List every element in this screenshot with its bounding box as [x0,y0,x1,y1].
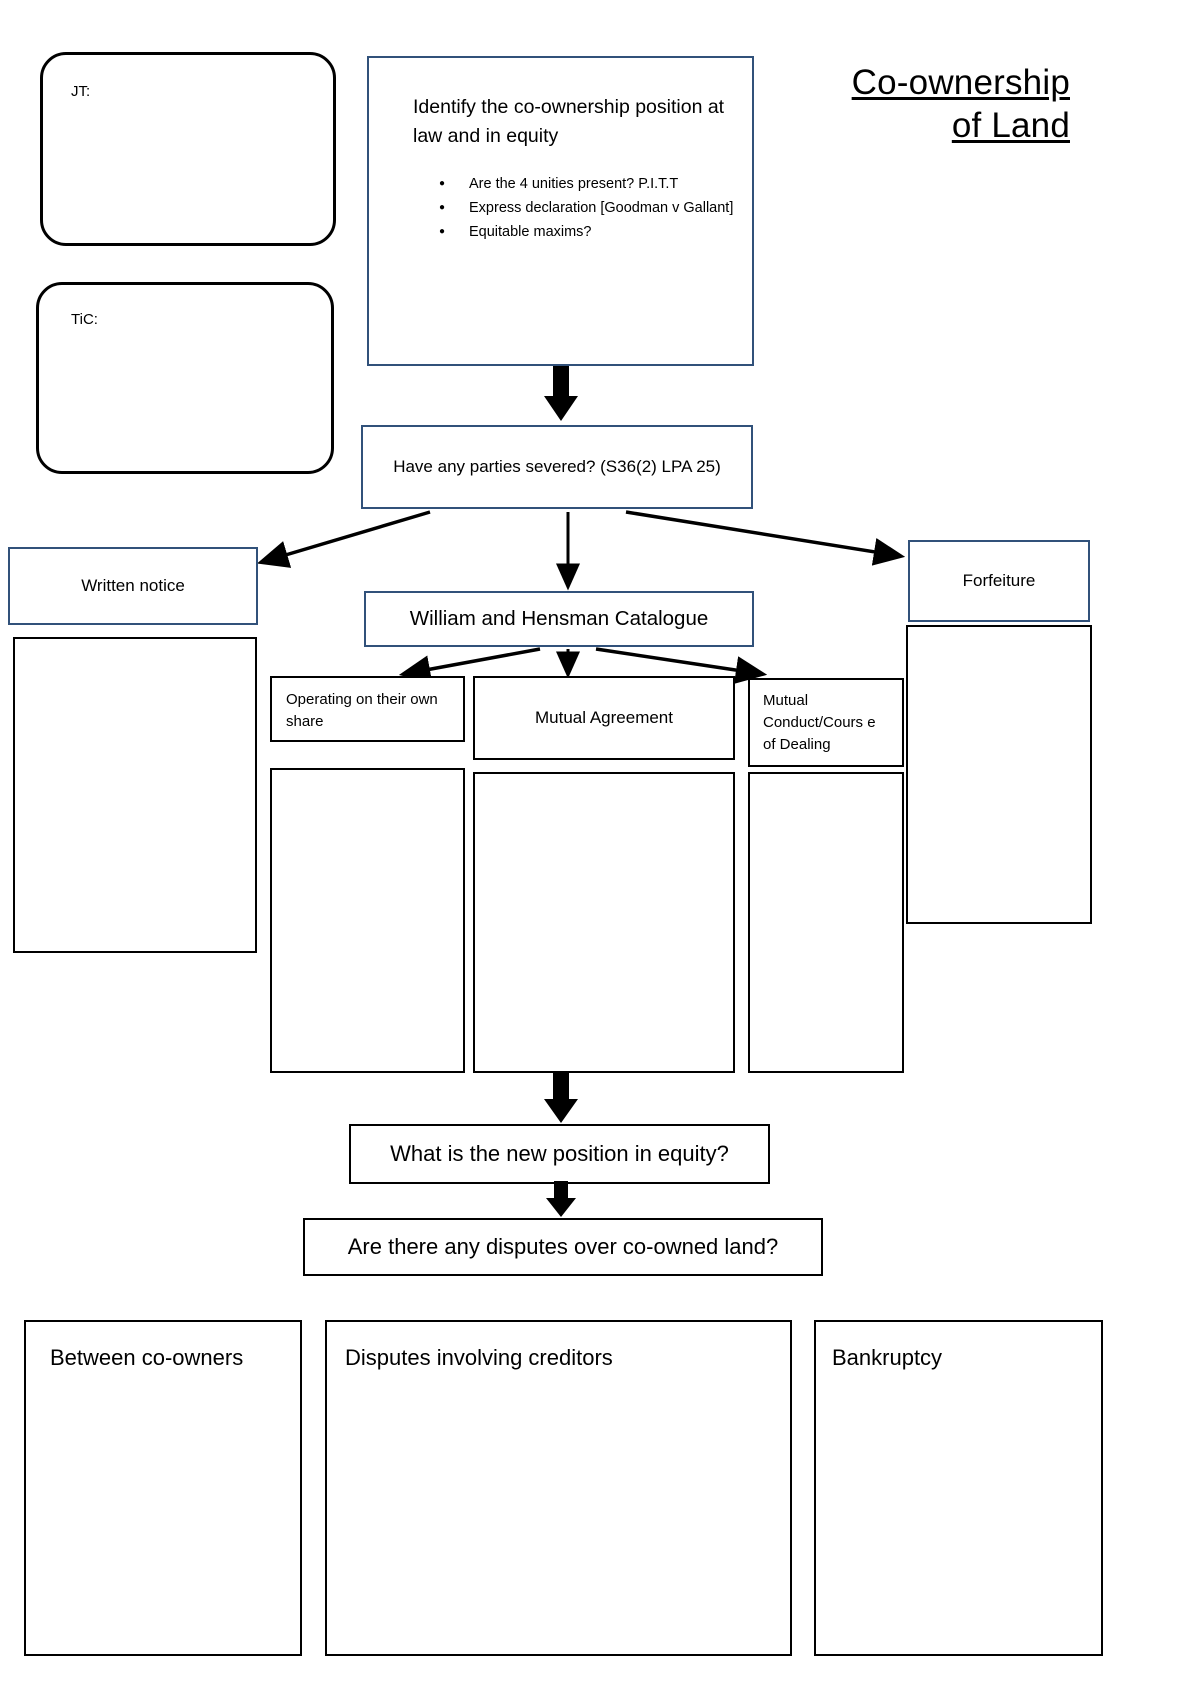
operating-own-share-box[interactable]: Operating on their own share [270,676,465,742]
jt-box[interactable]: JT: [40,52,336,246]
bankruptcy-label: Bankruptcy [832,1345,943,1370]
forfeiture-notes-box[interactable] [906,625,1092,924]
mutual-agreement-notes-box[interactable] [473,772,735,1073]
creditors-box[interactable]: Disputes involving creditors [325,1320,792,1656]
forfeiture-box[interactable]: Forfeiture [908,540,1090,622]
new-position-to-disputes-arrow [546,1181,576,1217]
between-co-owners-box[interactable]: Between co-owners [24,1320,302,1656]
identify-position-box[interactable]: Identify the co-ownership position at la… [367,56,754,366]
identify-to-severed-arrow [544,366,578,421]
disputes-label: Are there any disputes over co-owned lan… [347,1234,779,1259]
page-title-line-2: of Land [951,105,1070,145]
mutual-agreement-label: Mutual Agreement [535,708,673,727]
page-title-line-1: Co-ownership [851,63,1070,102]
disputes-box[interactable]: Are there any disputes over co-owned lan… [303,1218,823,1276]
new-position-box[interactable]: What is the new position in equity? [349,1124,770,1184]
william-hensman-catalogue-label: William and Hensman Catalogue [409,607,709,630]
mutual-conduct-label: Mutual Conduct/Cours e of Dealing [763,692,880,753]
written-notice-label: Written notice [81,576,185,595]
operating-own-share-label: Operating on their own share [286,691,442,730]
between-co-owners-label: Between co-owners [50,1345,244,1370]
identify-bullet-item: Are the 4 unities present? P.I.T.T [439,173,769,195]
tic-box[interactable]: TiC: [36,282,334,474]
new-position-label: What is the new position in equity? [390,1141,729,1166]
severed-question-box[interactable]: Have any parties severed? (S36(2) LPA 25… [361,425,753,509]
mutual-conduct-notes-box[interactable] [748,772,904,1073]
written-notice-notes-box[interactable] [13,637,257,953]
identify-position-heading: Identify the co-ownership position at la… [413,96,730,148]
identify-position-bullets: Are the 4 unities present? P.I.T.T Expre… [405,173,769,245]
mutual-conduct-box[interactable]: Mutual Conduct/Cours e of Dealing [748,678,904,767]
bankruptcy-box[interactable]: Bankruptcy [814,1320,1103,1656]
severed-question-label: Have any parties severed? (S36(2) LPA 25… [393,457,721,476]
written-notice-box[interactable]: Written notice [8,547,258,625]
jt-box-label: JT: [71,83,91,100]
notes-to-new-position-arrow [544,1073,578,1123]
identify-bullet-item: Express declaration [Goodman v Gallant] [439,197,769,219]
operating-own-share-notes-box[interactable] [270,768,465,1073]
william-hensman-catalogue-box[interactable]: William and Hensman Catalogue [364,591,754,647]
page-title: Co-ownership of Land [740,62,1070,147]
identify-bullet-item: Equitable maxims? [439,221,769,243]
creditors-label: Disputes involving creditors [345,1345,613,1370]
tic-box-label: TiC: [71,311,98,328]
forfeiture-label: Forfeiture [962,571,1036,590]
mutual-agreement-box[interactable]: Mutual Agreement [473,676,735,760]
